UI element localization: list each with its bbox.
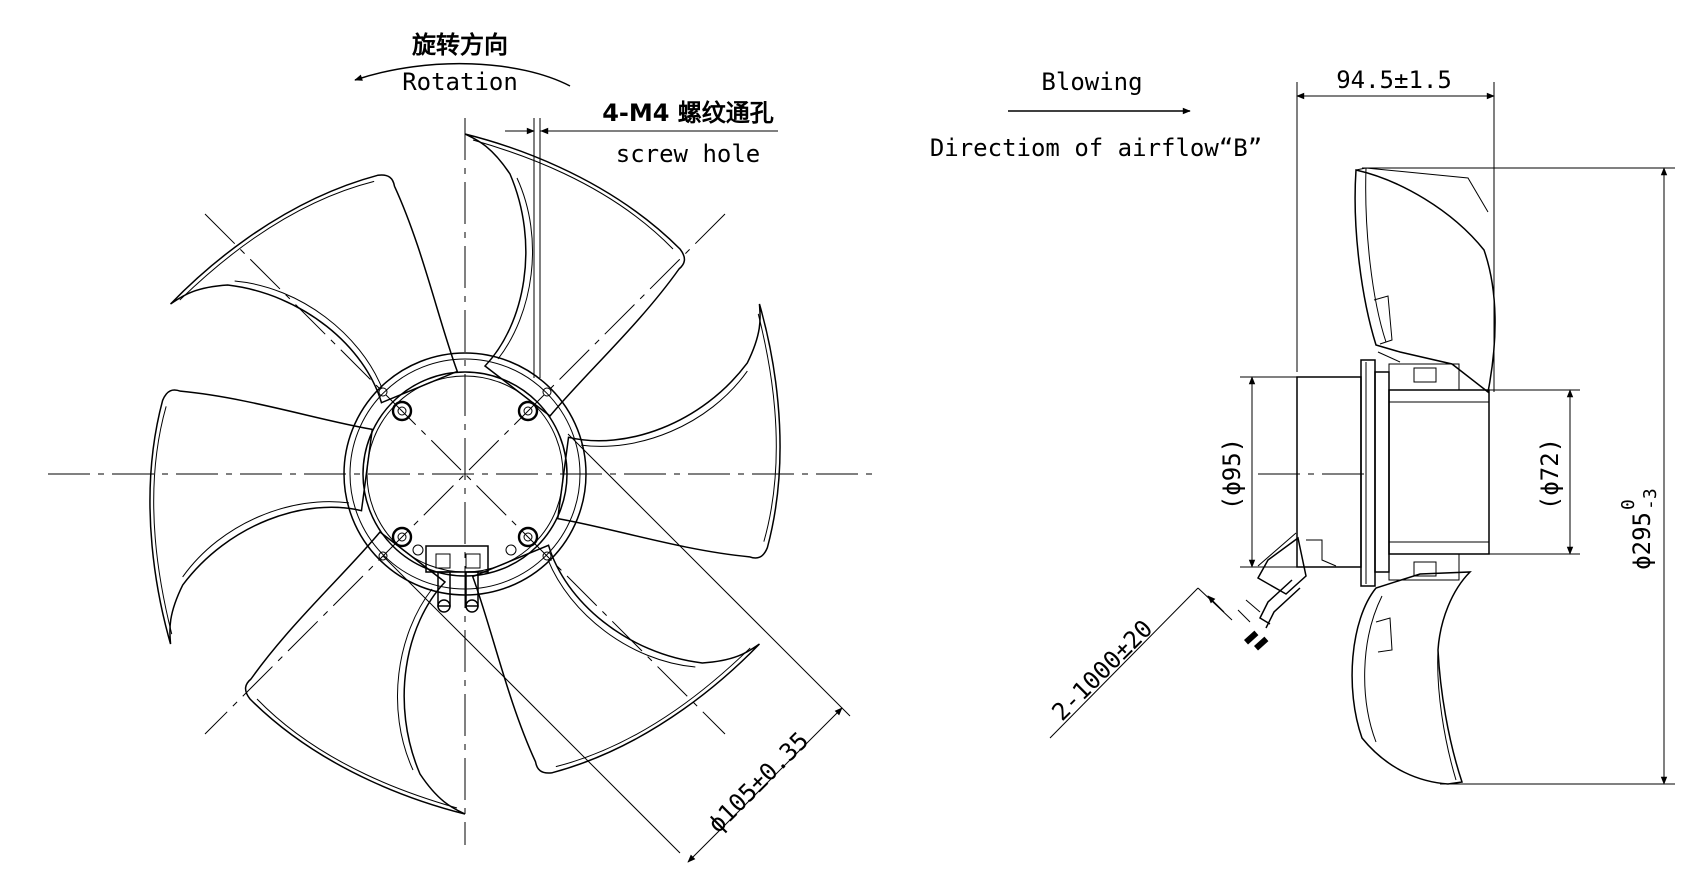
- screw-hole-callout: [505, 118, 778, 378]
- screw-holes: [378, 387, 552, 561]
- screw-hole-label: 4-M4 螺纹通孔: [602, 99, 774, 127]
- hub-diameter-label: (ϕ72): [1536, 438, 1564, 510]
- blade-profile-lower: [1351, 571, 1472, 785]
- motor-body: [1296, 359, 1490, 587]
- rotation-label-cn: 旋转方向: [411, 31, 508, 59]
- side-view: Blowing Directiom of airflow“B” 94.5±1.5: [930, 66, 1675, 785]
- blade-profile-upper: [1354, 167, 1496, 394]
- depth-dimension: [1296, 82, 1495, 392]
- screw-hole-sublabel: screw hole: [616, 140, 761, 168]
- depth-label: 94.5±1.5: [1336, 66, 1452, 94]
- airflow-label: Directiom of airflow“B”: [930, 134, 1262, 162]
- rotation-arrow: [354, 62, 571, 87]
- fan-diameter-label-group: ϕ295 0 -3: [1618, 488, 1661, 569]
- motor-diameter-label: (ϕ95): [1218, 438, 1246, 510]
- cable-gland: [425, 545, 489, 613]
- fan-diameter-label: ϕ295: [1628, 512, 1656, 570]
- rotation-label-en: Rotation: [402, 68, 518, 96]
- pcd-label: ϕ105±0.35: [702, 726, 814, 838]
- front-view: 旋转方向 Rotation 4-M4 螺纹通孔 screw hole ϕ105±…: [48, 31, 875, 863]
- fan-diameter-upper-tol: 0: [1618, 499, 1639, 510]
- cable-length-dimension: [1049, 532, 1297, 739]
- motor-diameter-dimension: [1240, 376, 1297, 568]
- blowing-label: Blowing: [1041, 68, 1142, 96]
- fan-diameter-dimension: [1362, 167, 1675, 785]
- fan-diameter-lower-tol: -3: [1640, 488, 1661, 510]
- front-centerlines: [48, 118, 875, 845]
- pcd-dimension: [382, 433, 851, 863]
- cable-length-label: 2-1000±20: [1046, 614, 1158, 726]
- cable: [1237, 536, 1337, 651]
